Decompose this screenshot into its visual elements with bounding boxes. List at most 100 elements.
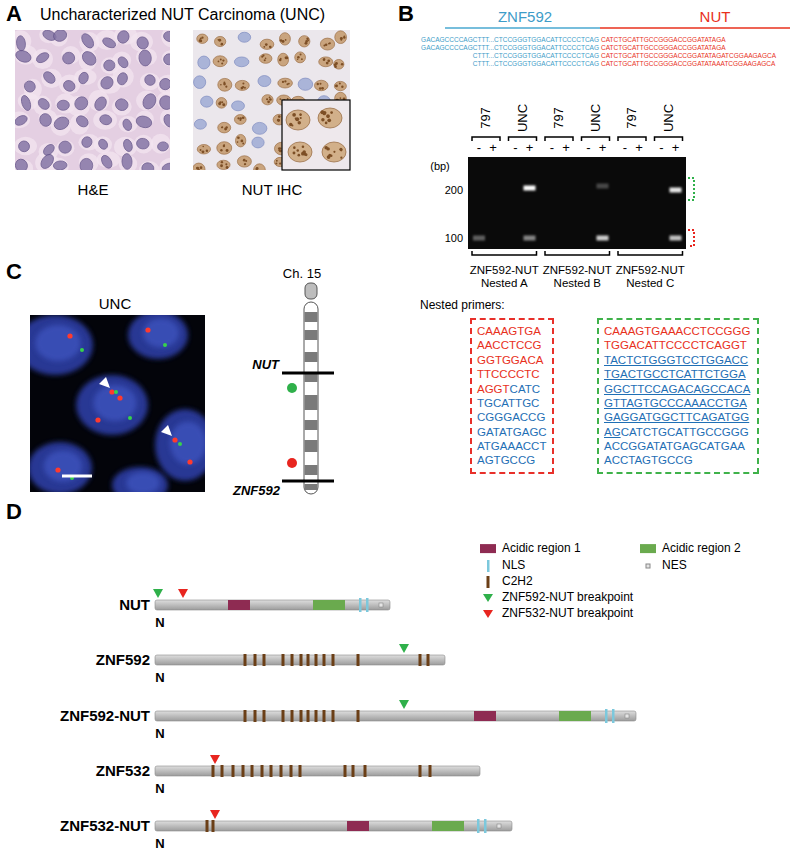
chromosome-band — [305, 395, 318, 410]
nucleus — [320, 38, 334, 50]
gene-underline — [600, 27, 790, 29]
locus-marker — [282, 372, 334, 375]
nut-speckle — [241, 87, 244, 90]
nut-speckle — [293, 146, 296, 149]
nut-speckle — [326, 114, 330, 118]
legend-text: ZNF592-NUT breakpoint — [502, 591, 633, 605]
nucleus — [288, 142, 312, 162]
nucleus — [278, 78, 293, 88]
cytoplasm — [118, 116, 137, 132]
arrowhead — [161, 425, 172, 436]
acidic-region — [559, 711, 591, 721]
panel-title: Uncharacterized NUT Carcinoma (UNC) — [40, 6, 325, 24]
nut-speckle — [242, 116, 245, 119]
green-probe-signal — [114, 390, 118, 394]
nut-speckle — [299, 114, 301, 116]
cytoplasm — [93, 110, 117, 130]
nut-speckle — [201, 150, 204, 153]
nucleus — [254, 164, 266, 170]
nucleus — [318, 108, 342, 128]
nucleus — [116, 55, 130, 70]
acidic-region — [432, 821, 464, 831]
panel-letter: C — [6, 259, 22, 284]
nucleus — [53, 160, 67, 170]
lane-label: 797 — [552, 107, 567, 129]
nut-speckle — [276, 160, 278, 162]
nut-speckle — [282, 81, 284, 83]
nut-speckle — [325, 43, 328, 46]
c2h2-zinc-finger — [270, 765, 273, 777]
chromosome-band — [305, 465, 318, 475]
nucleus — [299, 36, 310, 47]
breakpoint-triangle — [210, 810, 220, 819]
nut-speckle — [221, 43, 224, 46]
nucleus — [57, 100, 70, 111]
legend-text: Acidic region 2 — [662, 542, 741, 556]
nut-speckle — [292, 113, 296, 117]
nut-speckle — [330, 111, 333, 114]
red-probe-signal — [95, 417, 100, 422]
cytoplasm — [56, 140, 74, 156]
legend-symbol — [480, 575, 496, 589]
nut-speckle — [242, 86, 244, 88]
nut-speckle — [206, 150, 208, 152]
cytoplasm — [32, 49, 53, 69]
nls-mark — [487, 560, 490, 572]
ihc-micrograph — [193, 30, 350, 170]
scale-bar — [62, 475, 92, 478]
legend-text: ZNF532-NUT breakpoint — [502, 607, 633, 621]
nut-speckle — [293, 152, 296, 155]
image-caption: NUT IHC — [242, 181, 303, 198]
c2h2-zinc-finger — [323, 654, 326, 666]
nut-speckle — [263, 46, 265, 48]
lane-sign: - — [513, 141, 517, 156]
lane-label: 797 — [479, 107, 494, 129]
nucleus — [35, 51, 51, 65]
cytoplasm — [113, 66, 134, 87]
nucleus — [252, 137, 264, 148]
acidic-region — [228, 600, 250, 610]
nut-speckle — [280, 58, 282, 60]
red-probe-signal — [187, 459, 192, 464]
nut-speckle — [221, 62, 223, 64]
primer-set-label: ZNF592-NUT Nested B — [540, 264, 614, 290]
cytoplasm — [15, 137, 37, 155]
sequence: CAAAGTGAAACCTCCGGGTGGACATTCCCCTCAGGT — [604, 325, 750, 351]
nucleus — [201, 96, 213, 107]
breakpoint-triangle — [178, 589, 188, 598]
legend-swatch — [640, 544, 656, 553]
nut-speckle — [237, 117, 239, 119]
nut-speckle — [327, 155, 331, 159]
protein-bar — [155, 655, 445, 665]
nucleus — [20, 94, 33, 111]
nucleus — [162, 113, 170, 129]
c2h2-zinc-finger — [357, 654, 360, 666]
terminus-label: N — [155, 837, 164, 852]
terminus-label: N — [155, 616, 164, 631]
nucleus — [258, 76, 271, 87]
nut-speckle — [278, 150, 280, 152]
panel-letter: D — [6, 499, 22, 524]
nut-speckle — [225, 86, 227, 88]
panel-letter: A — [6, 1, 22, 26]
ihc-inset — [282, 100, 350, 170]
gene-locus: ZNF592 — [233, 484, 280, 499]
lane-sign: + — [599, 141, 607, 156]
nucleus — [237, 156, 251, 167]
gel-band — [597, 184, 609, 189]
nut-speckle — [280, 39, 283, 42]
red-probe-signal — [145, 327, 150, 332]
c2h2-zinc-finger — [291, 654, 294, 666]
nucleus — [213, 56, 227, 67]
sequence-fragment: CATCTGCATTGCCGGGACCGGATATAGA — [601, 36, 726, 43]
chromosome-band — [305, 330, 318, 340]
terminus-label: N — [155, 727, 164, 742]
primer-set-bracket — [545, 251, 610, 255]
breakpoint-triangle — [153, 589, 163, 598]
nut-speckle — [279, 162, 281, 164]
nucleus — [80, 135, 94, 149]
gel-ground — [468, 157, 686, 249]
nut-speckle — [223, 83, 226, 86]
sequence-text: CAAAGTGAAACCTCCGGGTGGACATTCCCCTCAGGTCATC… — [477, 324, 547, 468]
nucleus — [135, 35, 150, 51]
